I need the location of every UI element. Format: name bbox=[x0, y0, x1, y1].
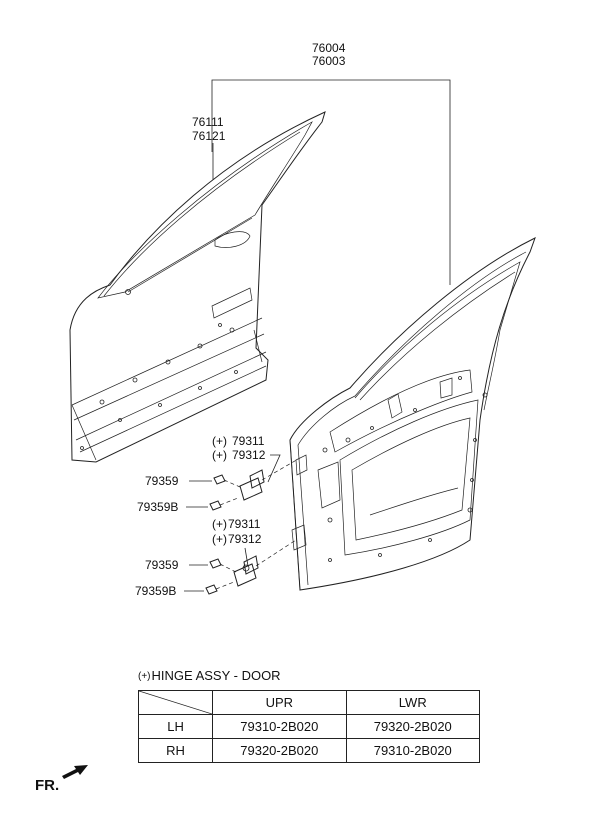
table-row: LH 79310-2B020 79320-2B020 bbox=[137, 714, 481, 739]
label-upper-79359: 79359 bbox=[145, 474, 179, 488]
lower-bolt-icon bbox=[209, 558, 222, 569]
label-lower-79311: 79311 bbox=[228, 517, 261, 531]
header-upr: UPR bbox=[212, 690, 347, 715]
upper-hinge-group: (+) 79311 (+) 79312 79359 79359B bbox=[137, 434, 301, 514]
row-side-lh: LH bbox=[137, 714, 214, 739]
label-76003: 76003 bbox=[312, 54, 346, 68]
label-upper-79312: 79312 bbox=[232, 448, 266, 462]
label-upper-79311: 79311 bbox=[232, 434, 265, 448]
forward-arrow-icon bbox=[62, 765, 88, 779]
lower-hinge-mark-b: (+) bbox=[212, 532, 227, 546]
upper-bolt-b-icon bbox=[209, 500, 222, 511]
upper-hinge-icon bbox=[239, 477, 263, 501]
label-lower-79312: 79312 bbox=[228, 532, 262, 546]
lower-hinge-mark-a: (+) bbox=[212, 517, 227, 531]
hinge-table-title: (+)HINGE ASSY - DOOR bbox=[138, 668, 281, 683]
label-76111: 76111 bbox=[192, 115, 224, 129]
table-row: RH 79320-2B020 79310-2B020 bbox=[137, 738, 481, 763]
cell-lh-upr: 79310-2B020 bbox=[212, 714, 347, 739]
hinge-title-mark: (+) bbox=[138, 671, 151, 682]
hinge-assy-table: UPR LWR LH 79310-2B020 79320-2B020 RH 79… bbox=[137, 690, 481, 763]
row-side-rh: RH bbox=[137, 738, 214, 763]
label-lower-79359: 79359 bbox=[145, 558, 179, 572]
table-header-row: UPR LWR bbox=[137, 690, 481, 715]
cell-rh-upr: 79320-2B020 bbox=[212, 738, 347, 763]
cell-lh-lwr: 79320-2B020 bbox=[345, 714, 481, 739]
label-lower-79359B: 79359B bbox=[135, 584, 176, 598]
lower-hinge-icon bbox=[233, 563, 257, 587]
hinge-title-text: HINGE ASSY - DOOR bbox=[151, 668, 281, 683]
table-corner-cell bbox=[137, 690, 214, 715]
label-76121: 76121 bbox=[192, 129, 226, 143]
front-direction-label: FR. bbox=[35, 777, 60, 794]
upper-bolt-icon bbox=[213, 474, 226, 485]
label-upper-79359B: 79359B bbox=[137, 500, 178, 514]
upper-hinge-mark-b: (+) bbox=[212, 448, 227, 462]
lower-hinge-group: (+) 79311 (+) 79312 79359 79359B bbox=[135, 517, 297, 598]
header-lwr: LWR bbox=[345, 690, 481, 715]
door-outer-panel bbox=[69, 111, 326, 463]
upper-hinge-mark-a: (+) bbox=[212, 434, 227, 448]
label-76004: 76004 bbox=[312, 41, 346, 55]
lower-bolt-b-icon bbox=[205, 584, 218, 595]
door-inner-assembly bbox=[289, 237, 536, 591]
cell-rh-lwr: 79310-2B020 bbox=[345, 738, 481, 763]
leader-assembly bbox=[211, 79, 451, 285]
